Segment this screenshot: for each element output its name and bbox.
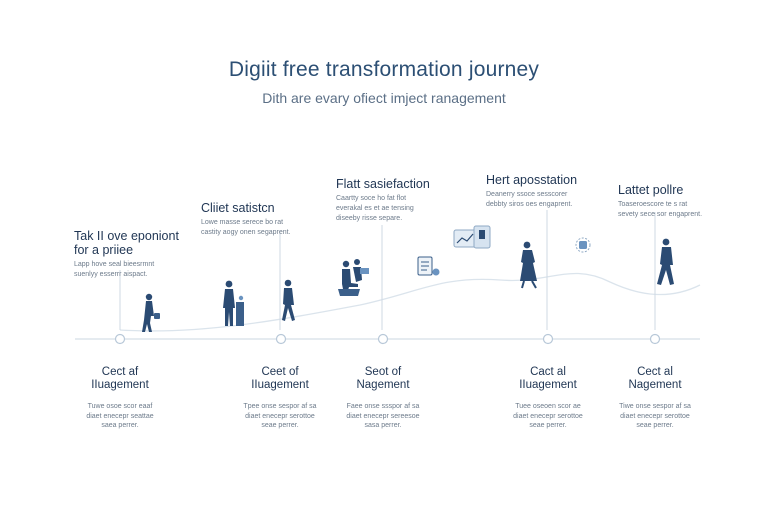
milestone-top-desc: Caartty soce ho fat flot everakal es et … — [336, 195, 414, 222]
milestone-bottom-4: Cact al IIuagement Tuee oseoen scor ae d… — [498, 366, 598, 431]
milestone-top-heading: Hert aposstation — [486, 173, 578, 187]
milestone-top-4: Hert aposstation Deanerry ssoce sesscore… — [486, 173, 596, 210]
milestone-bottom-1: Cect af IIuagement Tuwe osoe scor eaaf d… — [70, 366, 170, 431]
milestone-top-3: Flatt sasiefaction Caartty soce ho fat f… — [336, 177, 446, 224]
milestone-top-heading: Flatt sasiefaction — [336, 177, 430, 191]
milestone-bottom-5: Cect al Nagement Tiwe onse sespor af sa … — [605, 366, 705, 431]
milestone-top-1: Tak II ove eponiont for a priiee Lapp ho… — [74, 229, 184, 280]
milestone-top-heading: Cliiet satistcn — [201, 201, 275, 215]
milestone-bottom-heading: Cect al Nagement — [628, 366, 682, 391]
timeline-node-4 — [542, 333, 554, 345]
milestone-bottom-desc: Tpee onse sespor af sa diaet enecepr ser… — [243, 403, 317, 429]
milestone-top-desc: Toaseroescore te s rat sevety sece sor e… — [618, 201, 703, 218]
page-title: Digiit free transformation journey — [228, 58, 540, 81]
dashboard-chart-icon — [453, 225, 491, 249]
milestone-top-heading: Tak II ove eponiont for a priiee — [74, 229, 179, 257]
milestone-bottom-heading: Cact al IIuagement — [519, 366, 577, 391]
document-icon — [417, 256, 440, 276]
timeline-node-3 — [377, 333, 389, 345]
page-subtitle: Dith are evary ofiect imject ranagement — [262, 90, 506, 106]
milestone-bottom-2: Ceet of IIuagement Tpee onse sespor af s… — [230, 366, 330, 431]
milestone-bottom-heading: Ceet of IIuagement — [251, 366, 309, 391]
person-walking-icon-1 — [142, 293, 160, 332]
person-presenting-icon — [223, 280, 244, 326]
milestone-bottom-heading: Cect af IIuagement — [91, 366, 149, 391]
milestone-top-heading: Lattet pollre — [618, 183, 684, 197]
timeline-node-2 — [275, 333, 287, 345]
timeline-node-1 — [114, 333, 126, 345]
milestone-bottom-3: Seot of Nagement Faee onse ssspor af sa … — [333, 366, 433, 431]
milestone-top-desc: Deanerry ssoce sesscorer debbty siros oe… — [486, 191, 573, 208]
milestone-top-5: Lattet pollre Toaseroescore te s rat sev… — [618, 183, 728, 220]
journey-wave — [119, 272, 701, 332]
person-seated-laptop-icon — [338, 259, 369, 296]
milestone-top-2: Cliiet satistcn Lowe masse serece bo rat… — [201, 201, 311, 238]
milestone-bottom-desc: Tiwe onse sespor af sa diaet enecepr ser… — [619, 403, 691, 429]
person-walking-icon-3 — [520, 241, 537, 289]
timeline-node-5 — [649, 333, 661, 345]
person-walking-icon-4 — [657, 238, 674, 285]
milestone-top-desc: Lapp hove seal bieesrmnt suenlyy esserrr… — [74, 261, 155, 278]
milestone-bottom-desc: Tuee oseoen scor ae diaet enecepr serott… — [513, 403, 583, 429]
person-walking-icon-2 — [282, 279, 295, 321]
milestone-bottom-desc: Tuwe osoe scor eaaf diaet enecepr seatta… — [86, 403, 154, 429]
milestone-bottom-desc: Faee onse ssspor af sa diaet enecepr ser… — [346, 403, 420, 429]
gear-icon — [575, 237, 591, 253]
milestone-bottom-heading: Seot of Nagement — [356, 366, 410, 391]
milestone-top-desc: Lowe masse serece bo rat castity aogy on… — [201, 219, 291, 236]
